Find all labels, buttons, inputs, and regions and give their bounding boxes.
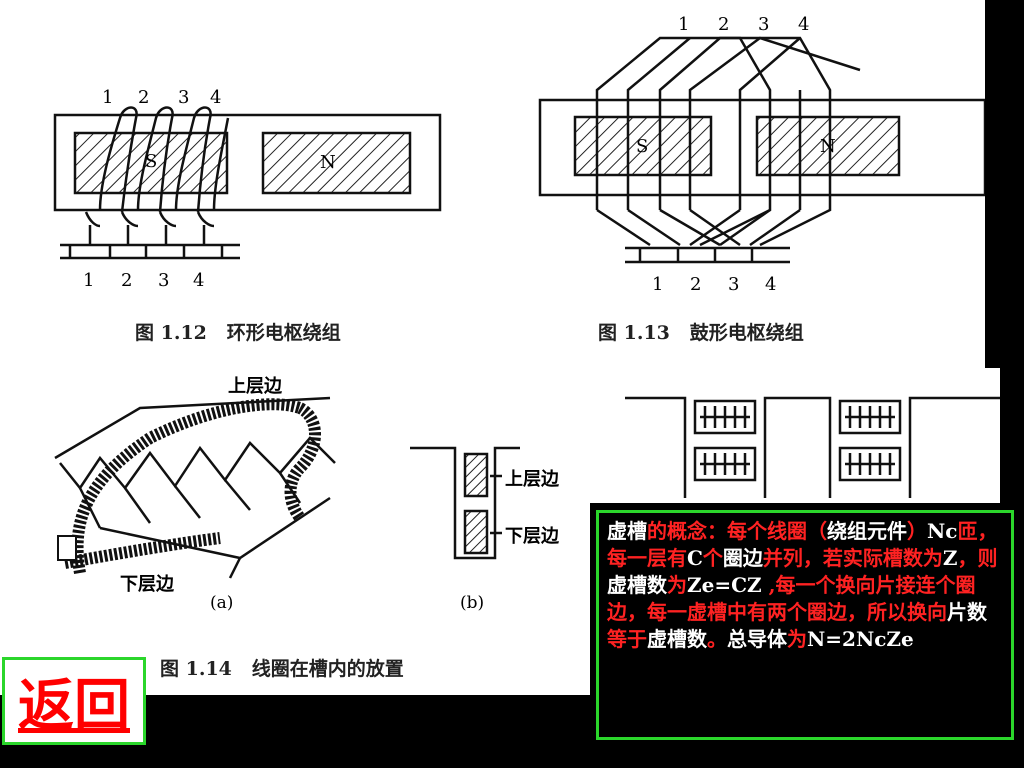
segment-number: 1 (83, 270, 94, 291)
ring-coils (84, 106, 230, 245)
upper-edge-label: 上层边 (228, 376, 283, 397)
segment-number: 3 (158, 270, 169, 291)
drum-coils (595, 36, 861, 247)
lower-edge-label: 下层边 (120, 574, 175, 595)
segment-number: 2 (121, 270, 132, 291)
pole-n-block (755, 115, 901, 177)
text-segment: ） (907, 519, 927, 543)
coil-number: 1 (678, 14, 689, 35)
text-segment: 虚槽 (607, 519, 647, 543)
text-segment: 片数 (947, 600, 987, 624)
segment-number: 2 (690, 274, 701, 295)
fig-1-13-caption: 图 1.13 鼓形电枢绕组 (598, 322, 804, 344)
text-segment: Ze=CZ (687, 573, 762, 597)
virtual-slot-panel (590, 368, 1000, 503)
back-button[interactable]: 返回 (2, 657, 146, 745)
text-segment: 。 (707, 627, 727, 651)
coil-number: 3 (178, 87, 189, 108)
coil-number: 2 (138, 87, 149, 108)
text-segment: 个 (702, 546, 723, 570)
subfigure-a-label: (a) (210, 593, 233, 613)
text-segment: 圈边 (722, 546, 763, 570)
text-segment: ,每一个换向片接连个圈边，每一虚槽中有两个圈边，所以换向 (607, 573, 976, 624)
text-segment: Z (942, 546, 958, 570)
coil-winding (57, 398, 321, 575)
text-segment: N=2NcZe (807, 627, 914, 651)
figure-panel-top: S N 1 2 3 4 1 2 3 4 (0, 0, 985, 368)
text-segment: 绕组元件 (827, 519, 907, 543)
subfigure-b-label: (b) (460, 593, 484, 613)
pole-n-label: N (320, 152, 336, 173)
fig-1-12-caption: 图 1.12 环形电枢绕组 (135, 322, 341, 344)
text-segment: 匝，每一层有 (607, 519, 998, 570)
slot-cross-section (410, 446, 520, 560)
text-segment: 并列，若实际槽数为 (762, 546, 943, 570)
segment-number: 4 (765, 274, 776, 295)
coil-number: 1 (102, 87, 113, 108)
text-segment: 总导体 (727, 627, 787, 651)
text-segment: ，则 (957, 546, 998, 570)
fig-1-12-ring-winding: S N 1 2 3 4 1 2 3 4 (53, 87, 442, 291)
slot-upper-label: 上层边 (505, 469, 560, 490)
text-segment: 虚槽数 (607, 573, 667, 597)
text-segment: 为 (787, 627, 807, 651)
virtual-slot-explanation: 虚槽的概念：每个线圈（绕组元件）Nc匝，每一层有C个圈边并列，若实际槽数为Z，则… (596, 510, 1014, 740)
segment-number: 4 (193, 270, 204, 291)
pole-s-label: S (636, 136, 648, 157)
pole-n-label: N (820, 136, 836, 157)
coil-number: 4 (798, 14, 809, 35)
coil-in-slot-diagram: 上层边 下层边 上层边 下层边 (a) (b) (54, 376, 560, 613)
text-segment: 虚槽数 (647, 627, 707, 651)
coil-number: 4 (210, 87, 221, 108)
text-segment: C (687, 546, 703, 570)
armature-windings-diagram: S N 1 2 3 4 1 2 3 4 (53, 14, 985, 295)
figure-panel-bottom-left: 上层边 下层边 上层边 下层边 (a) (b) 图 1.14 线圈在槽内的放置 (0, 368, 590, 695)
fig-1-13-drum-winding: S N 1 2 3 4 1 2 3 4 (538, 14, 985, 295)
commutator-1-12 (60, 243, 240, 260)
pole-n-block (261, 131, 412, 195)
virtual-slot-diagram (625, 396, 1000, 498)
coil-number: 2 (718, 14, 729, 35)
slot-lower-label: 下层边 (505, 526, 560, 547)
fig-1-14-caption: 图 1.14 线圈在槽内的放置 (160, 658, 404, 680)
segment-number: 1 (652, 274, 663, 295)
text-segment: 的概念：每个线圈（ (647, 519, 827, 543)
text-segment: 等于 (607, 627, 647, 651)
text-segment: Nc (927, 519, 958, 543)
commutator-1-13 (625, 246, 790, 264)
segment-number: 3 (728, 274, 739, 295)
coil-number: 3 (758, 14, 769, 35)
pole-s-label: S (145, 151, 157, 172)
text-segment: 为 (667, 573, 687, 597)
